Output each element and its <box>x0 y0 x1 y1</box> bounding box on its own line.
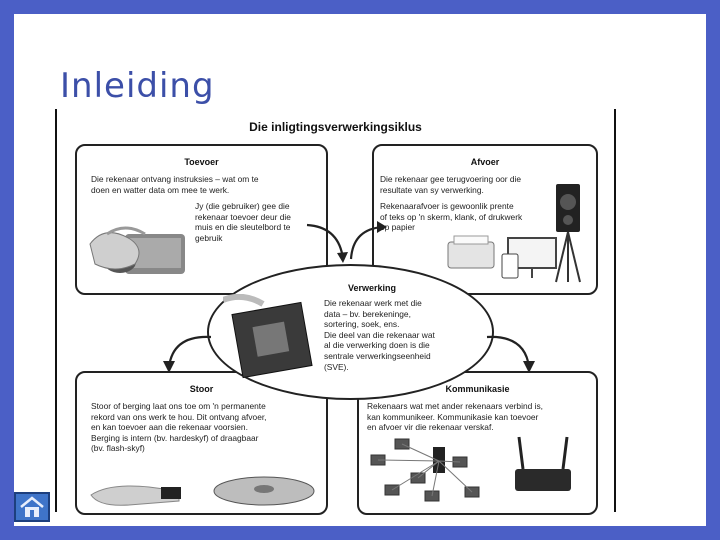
home-button[interactable] <box>14 492 50 522</box>
verwerking-text: Die rekenaar werk met die data – bv. ber… <box>324 298 484 372</box>
kommunikasie-line: en afvoer vir die rekenaar verskaf. <box>367 422 494 433</box>
toevoer-line: Jy (die gebruiker) gee die <box>195 201 290 211</box>
stoor-line: rekord van ons werk te hou. Dit ontvang … <box>91 411 267 422</box>
toevoer-line: rekenaar toevoer deur die <box>195 211 291 222</box>
toevoer-text-2: Jy (die gebruiker) gee die rekenaar toev… <box>195 201 325 243</box>
hand-mouse-keyboard-image <box>89 226 185 274</box>
flash-drive-hard-disk-image <box>90 476 315 506</box>
afvoer-line: op papier <box>380 222 415 233</box>
arrow-verwerking-to-afvoer-icon <box>349 221 387 260</box>
kommunikasie-text: Rekenaars wat met ander rekenaars verbin… <box>367 401 592 433</box>
verwerking-line: sentrale verwerkingseenheid <box>324 350 431 361</box>
toevoer-box: Toevoer Die rekenaar ontvang instruksies… <box>75 144 328 295</box>
stoor-box: Stoor Stoor of berging laat ons toe om '… <box>75 371 328 515</box>
cpu-chip-image <box>223 294 313 379</box>
toevoer-line: gebruik <box>195 232 223 243</box>
arrow-verwerking-to-stoor-icon <box>163 335 212 373</box>
afvoer-title: Afvoer <box>470 157 500 167</box>
network-router-image <box>370 436 571 502</box>
cycle-diagram: Die inligtingsverwerkingsiklus Toevoer D… <box>55 109 616 515</box>
toevoer-title: Toevoer <box>184 157 219 167</box>
arrow-toevoer-to-verwerking-icon <box>306 223 348 263</box>
verwerking-line: Die rekenaar werk met die <box>324 298 422 308</box>
afvoer-text-1: Die rekenaar gee terugvoering oor die re… <box>380 174 558 195</box>
verwerking-line: sortering, soek, ens. <box>324 319 400 330</box>
stoor-line: en kan toevoer aan die rekenaar voorsien… <box>91 422 248 433</box>
diagram-title: Die inligtingsverwerkingsiklus <box>249 120 422 134</box>
verwerking-line: Die deel van die rekenaar wat <box>324 329 435 340</box>
toevoer-line: muis en die sleutelbord te <box>195 222 291 233</box>
stoor-line: Berging is intern (bv. hardeskyf) of dra… <box>91 432 259 443</box>
slide-title: Inleiding <box>60 66 215 106</box>
kommunikasie-line: kan kommunikeer. Kommunikasie kan toevoe… <box>367 411 539 422</box>
kommunikasie-title: Kommunikasie <box>445 384 510 394</box>
verwerking-line: (SVE). <box>324 361 349 372</box>
afvoer-line: resultate van sy verwerking. <box>380 184 484 195</box>
verwerking-ellipse: Verwerking Die rekenaar werk met die dat… <box>207 264 494 400</box>
speaker-printer-monitor-image <box>447 184 581 283</box>
afvoer-line: Rekenaarafvoer is gewoonlik prente <box>380 201 514 211</box>
stoor-text: Stoor of berging laat ons toe om 'n perm… <box>91 401 321 454</box>
afvoer-line: Die rekenaar gee terugvoering oor die <box>380 174 522 184</box>
verwerking-line: al die verwerking doen is die <box>324 340 430 351</box>
arrow-verwerking-to-kommunikasie-icon <box>486 335 535 373</box>
kommunikasie-line: Rekenaars wat met ander rekenaars verbin… <box>367 401 543 411</box>
stoor-line: (bv. flash-skyf) <box>91 443 145 454</box>
stoor-title: Stoor <box>189 384 214 394</box>
afvoer-line: of teks op 'n skerm, klank, of drukwerk <box>380 211 523 222</box>
home-icon <box>20 496 44 517</box>
verwerking-line: data – bv. berekeninge, <box>324 308 411 319</box>
toevoer-text-1: Die rekenaar ontvang instruksies – wat o… <box>91 174 321 195</box>
toevoer-line: doen en watter data om mee te werk. <box>91 184 230 195</box>
toevoer-line: Die rekenaar ontvang instruksies – wat o… <box>91 174 259 184</box>
verwerking-title: Verwerking <box>347 283 397 293</box>
afvoer-text-2: Rekenaarafvoer is gewoonlik prente of te… <box>380 201 556 233</box>
stoor-line: Stoor of berging laat ons toe om 'n perm… <box>91 401 266 411</box>
